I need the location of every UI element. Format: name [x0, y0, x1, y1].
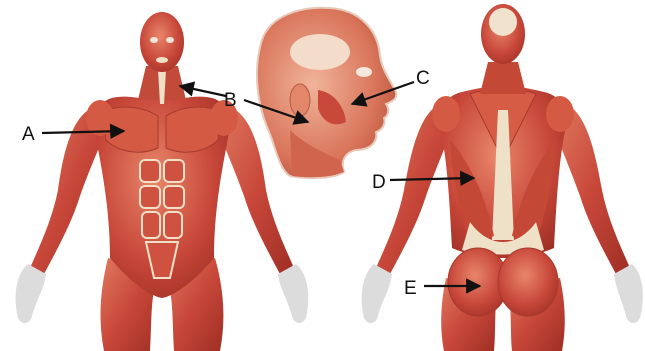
arrow-b-front — [180, 86, 226, 96]
front-left-hand — [16, 264, 46, 323]
back-right-hand — [614, 264, 643, 323]
front-right-hand — [278, 264, 308, 323]
front-eye-left — [150, 37, 158, 43]
head-eye — [356, 67, 372, 77]
front-eye-right — [166, 37, 174, 43]
label-a: A — [22, 124, 35, 145]
label-c: C — [416, 68, 430, 89]
back-deltoid-right — [546, 96, 574, 132]
back-deltoid-left — [432, 96, 460, 132]
back-neck — [480, 62, 526, 94]
head-profile-figure — [257, 8, 396, 178]
back-left-hand — [362, 264, 392, 323]
head-ear — [290, 84, 310, 116]
front-mouth — [156, 57, 168, 63]
head-temporal-tendon — [290, 34, 350, 70]
label-e: E — [404, 278, 417, 299]
back-head-fascia — [489, 8, 517, 36]
label-b: B — [224, 90, 237, 111]
label-d: D — [372, 172, 386, 193]
back-gluteus-right — [498, 248, 558, 316]
